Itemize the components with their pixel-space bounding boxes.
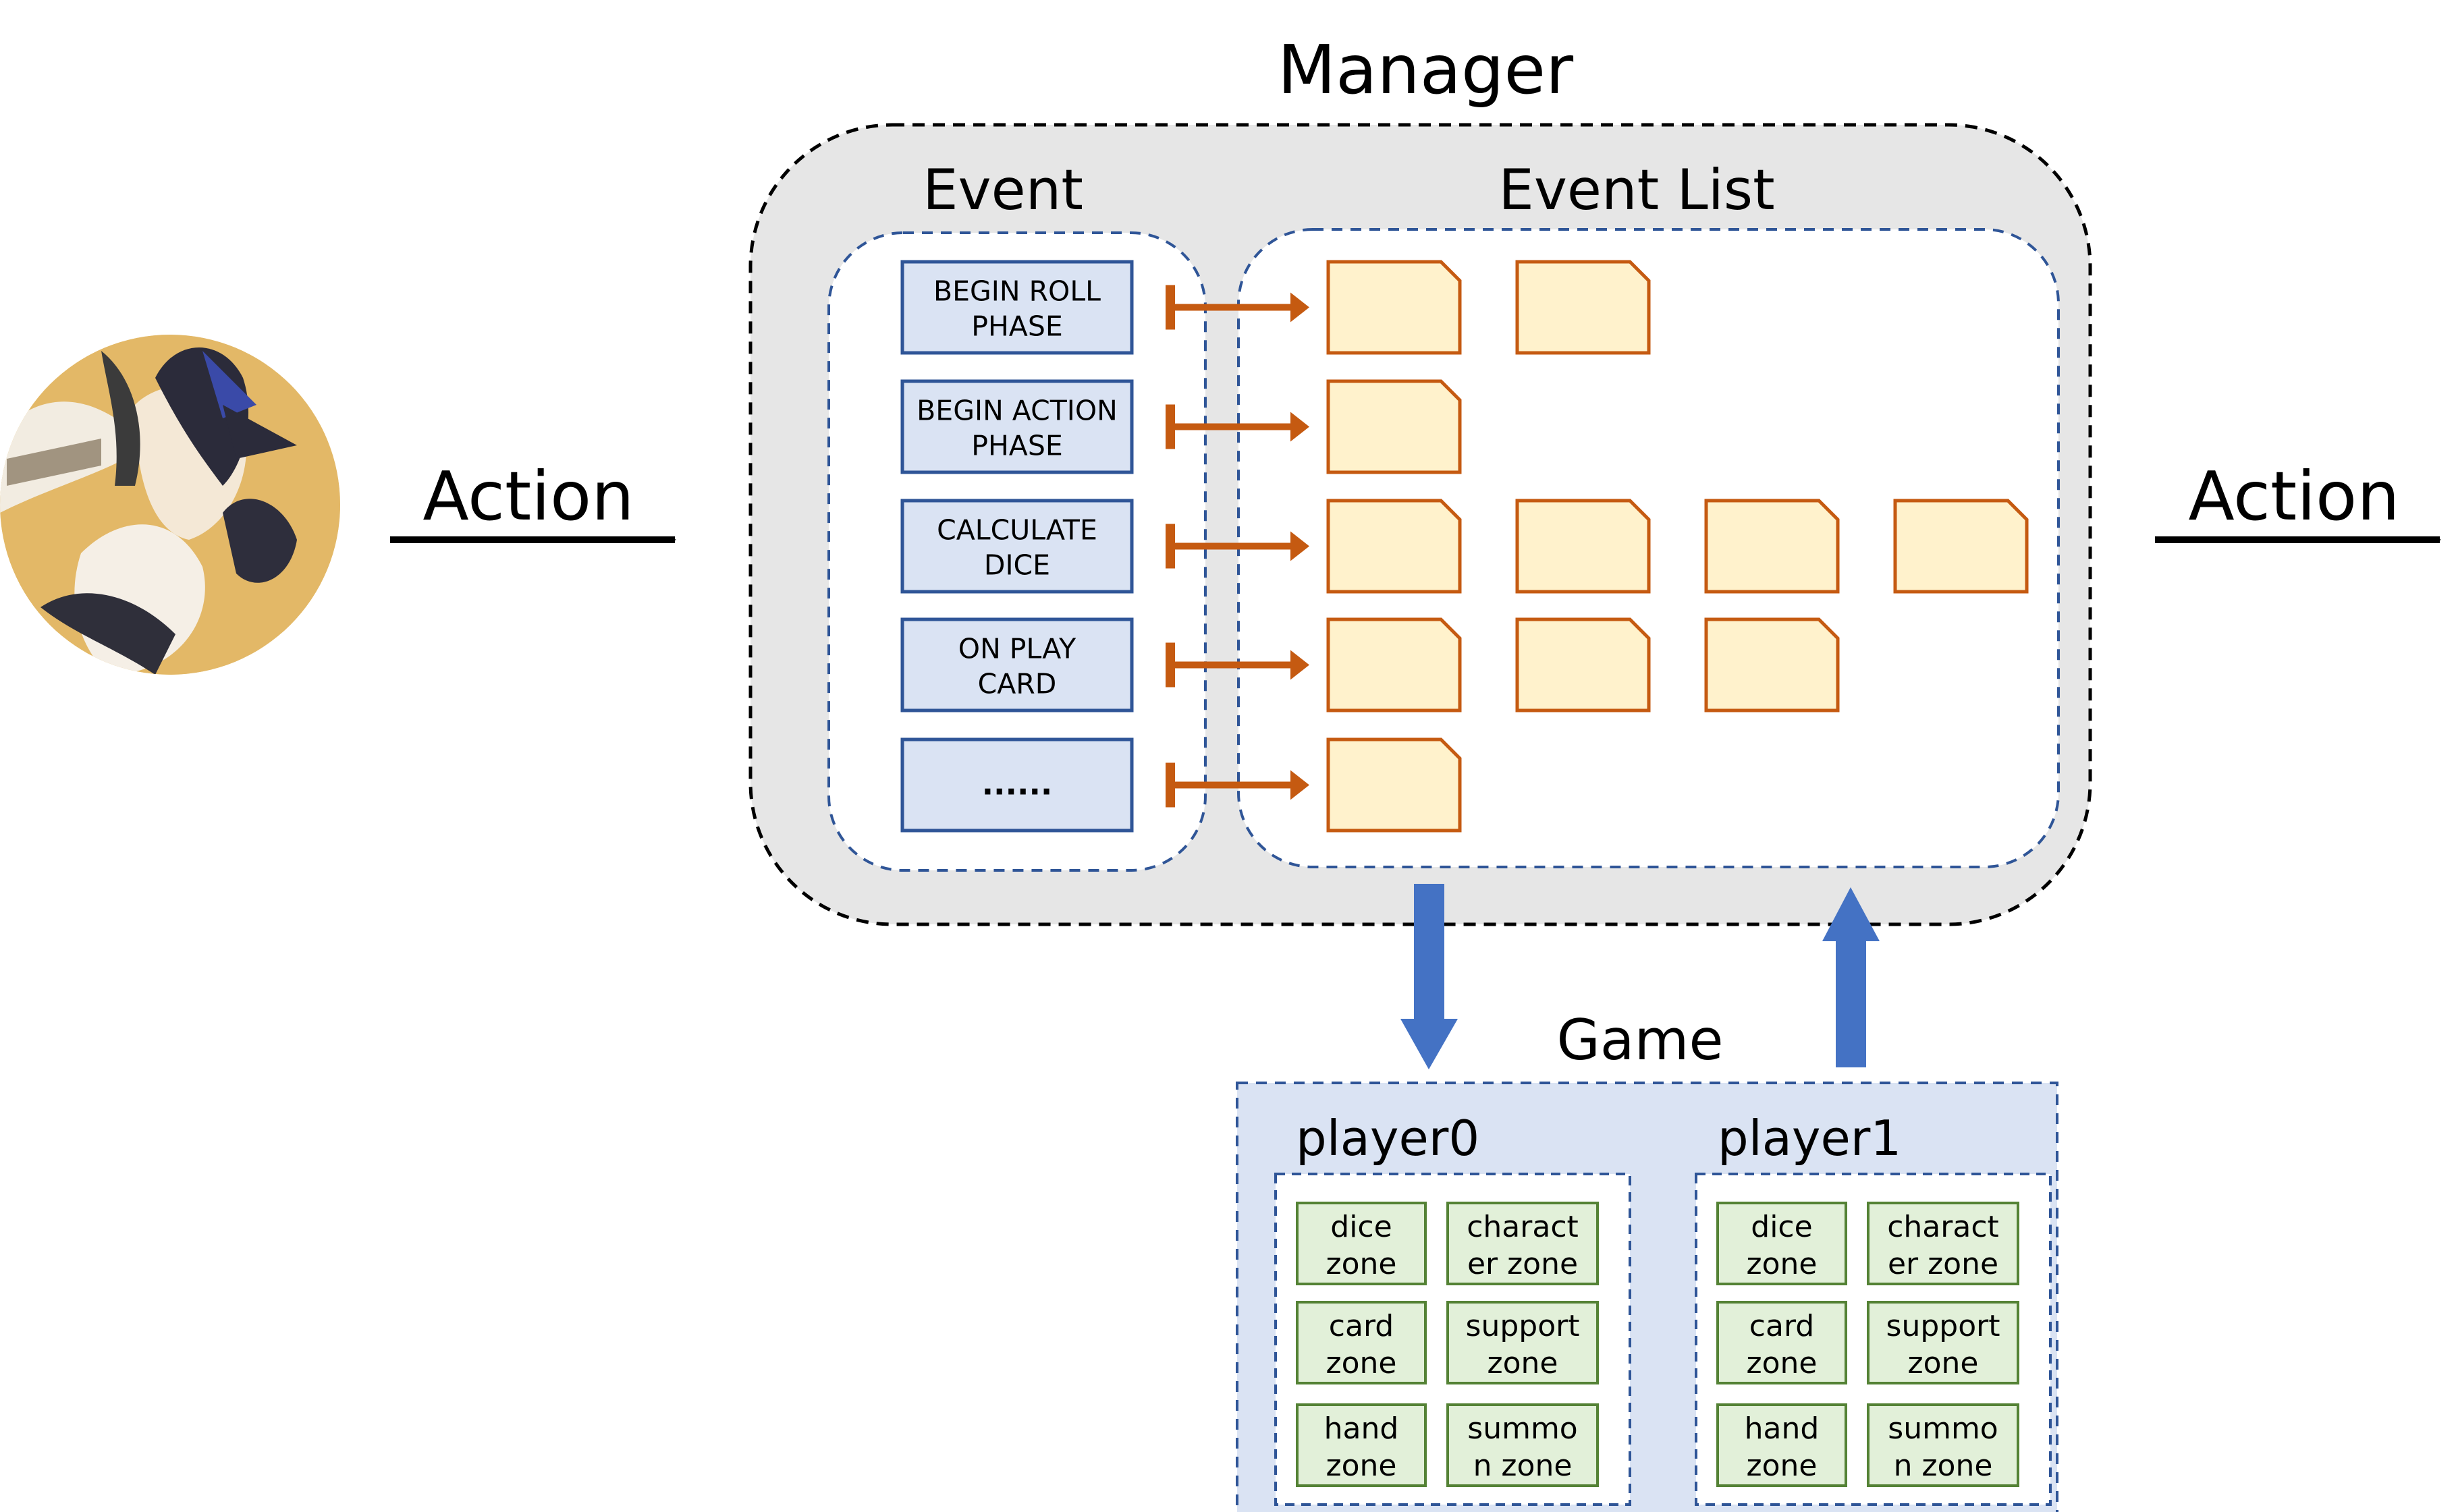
zone-label-line: support <box>1886 1309 2000 1343</box>
zone-label-line: er zone <box>1888 1247 1998 1281</box>
zone-label-line: er zone <box>1467 1247 1578 1281</box>
event-handler-item <box>1704 499 1840 594</box>
event-label-line: ON PLAY <box>958 633 1076 665</box>
event-handler-item <box>1893 499 2029 594</box>
zone-label-line: zone <box>1326 1346 1397 1380</box>
zone-label-line: charact <box>1887 1210 1999 1244</box>
zone-label-line: zone <box>1908 1346 1979 1380</box>
output-action-label: Action <box>2188 457 2399 536</box>
zone-label-line: zone <box>1326 1247 1397 1281</box>
event-handler-item <box>1326 617 1462 712</box>
manager-to-game-arrow <box>1400 884 1458 1069</box>
character-portrait-icon <box>0 335 340 675</box>
event-label-line: BEGIN ACTION <box>917 395 1118 427</box>
event-box <box>900 499 1134 594</box>
zone-label-line: n zone <box>1473 1449 1573 1483</box>
event-handler-item <box>1515 260 1651 355</box>
player-name: player1 <box>1718 1110 1901 1167</box>
zone-label-line: summo <box>1888 1411 1998 1446</box>
event-handler-item <box>1515 499 1651 594</box>
event-handler-item <box>1515 617 1651 712</box>
zone-label-line: dice <box>1330 1210 1392 1244</box>
event-handler-item <box>1326 499 1462 594</box>
event-handler-item <box>1326 260 1462 355</box>
zone-label-line: dice <box>1751 1210 1812 1244</box>
zone-label-line: charact <box>1467 1210 1579 1244</box>
event-connector-arrow <box>1166 285 1309 330</box>
event-label-line: ...... <box>982 766 1053 802</box>
event-handler-item <box>1704 617 1840 712</box>
event-box <box>900 260 1134 355</box>
zone-label-line: zone <box>1747 1247 1818 1281</box>
event-row: ...... <box>900 737 1462 833</box>
event-handler-item <box>1326 379 1462 474</box>
event-box <box>900 737 1134 833</box>
event-label-line: CALCULATE <box>937 514 1097 547</box>
event-label-line: CARD <box>978 668 1057 700</box>
event-connector-arrow <box>1166 524 1309 569</box>
event-label-line: PHASE <box>971 430 1063 462</box>
zone-label-line: hand <box>1745 1411 1820 1446</box>
player-name: player0 <box>1296 1110 1479 1167</box>
event-box <box>900 379 1134 474</box>
event-box <box>900 617 1134 712</box>
manager-title: Manager <box>1278 30 1574 109</box>
zone-label-line: card <box>1329 1309 1394 1343</box>
zone-label-line: zone <box>1326 1449 1397 1483</box>
event-title: Event <box>923 157 1083 223</box>
input-action-label: Action <box>422 457 634 536</box>
zone-label-line: summo <box>1467 1411 1577 1446</box>
event-list-title: Event List <box>1498 157 1774 223</box>
avatar <box>0 335 340 675</box>
event-handler-item <box>1326 737 1462 833</box>
zone-label-line: zone <box>1747 1346 1818 1380</box>
game-to-manager-arrow <box>1822 887 1880 1067</box>
zone-label-line: support <box>1466 1309 1580 1343</box>
zone-label-line: card <box>1749 1309 1814 1343</box>
game-title: Game <box>1556 1007 1723 1073</box>
zone-label-line: hand <box>1324 1411 1399 1446</box>
event-label-line: PHASE <box>971 310 1063 343</box>
event-label-line: BEGIN ROLL <box>933 275 1101 308</box>
zone-label-line: zone <box>1747 1449 1818 1483</box>
event-connector-arrow <box>1166 762 1309 808</box>
event-connector-arrow <box>1166 404 1309 449</box>
event-connector-arrow <box>1166 642 1309 688</box>
zone-label-line: n zone <box>1894 1449 1993 1483</box>
zone-label-line: zone <box>1488 1346 1558 1380</box>
event-label-line: DICE <box>984 549 1050 582</box>
